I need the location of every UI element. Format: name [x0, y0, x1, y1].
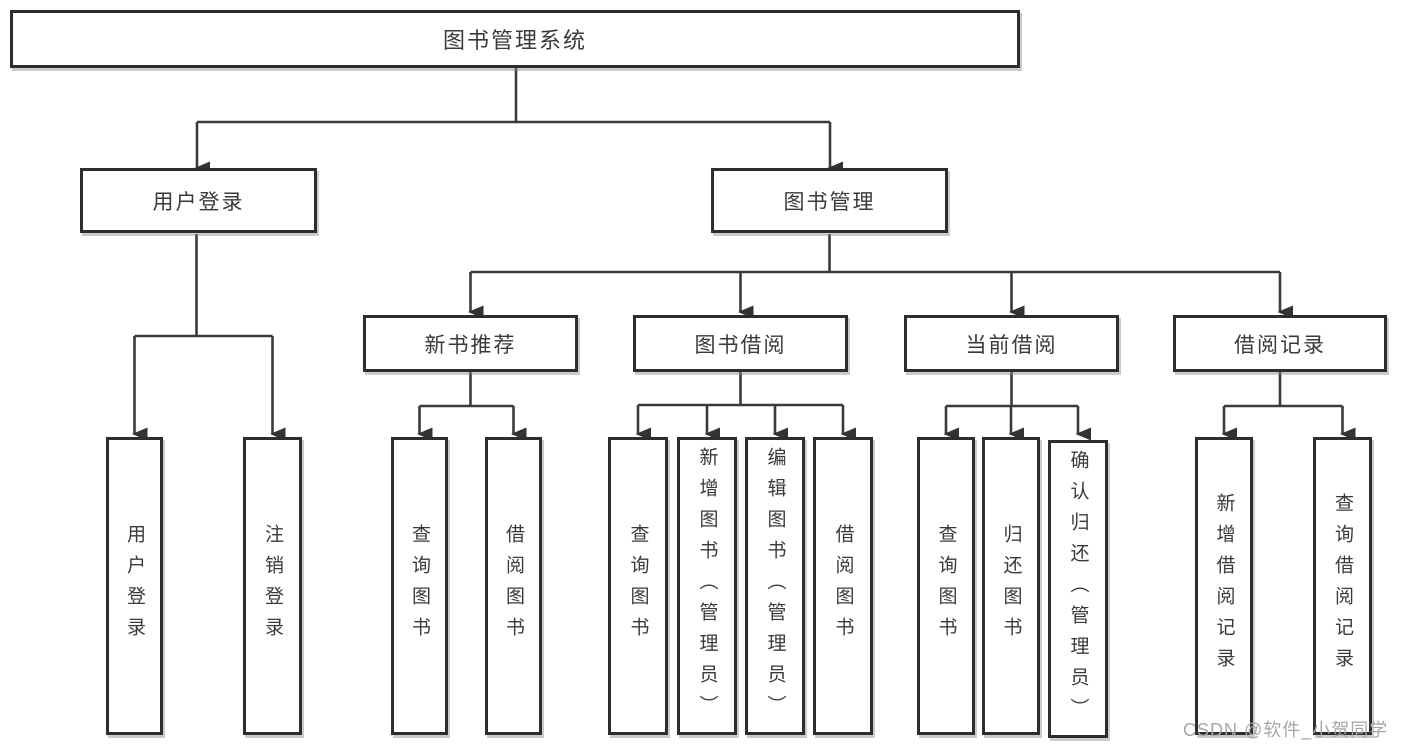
leaf-query-borrow-record-label: 查询借阅记录	[1332, 493, 1353, 679]
node-borrowing-records: 借阅记录	[1173, 315, 1387, 372]
node-book-management-label: 图书管理	[783, 190, 876, 214]
leaf-logout: 注销登录	[243, 437, 302, 735]
leaf-borrow-books-label: 借阅图书	[832, 524, 854, 648]
connector-borrow-records-branch	[1224, 372, 1343, 408]
node-book-management: 图书管理	[711, 168, 948, 233]
node-library-management-system-label: 图书管理系统	[442, 28, 587, 53]
leaf-query-books-recommend-label: 查询图书	[409, 524, 430, 648]
leaf-borrow-books: 借阅图书	[813, 437, 873, 735]
leaf-edit-books-admin: 编辑图书（管理员）	[745, 437, 805, 735]
node-user-login: 用户登录	[80, 168, 317, 233]
node-borrowing-records-label: 借阅记录	[1234, 333, 1326, 357]
connector-user-login-branch	[134, 234, 273, 338]
leaf-edit-books-admin-label: 编辑图书（管理员）	[764, 446, 786, 726]
node-book-borrowing-label: 图书借阅	[694, 333, 787, 357]
leaf-add-books-admin-label: 新增图书（管理员）	[696, 446, 718, 726]
leaf-user-login-label: 用户登录	[124, 524, 145, 648]
leaf-query-books-current-label: 查询图书	[935, 524, 957, 648]
leaf-query-borrow-record: 查询借阅记录	[1313, 437, 1372, 735]
leaf-add-borrow-record-label: 新增借阅记录	[1213, 493, 1235, 679]
node-current-borrowing-label: 当前借阅	[965, 333, 1058, 357]
csdn-watermark: CSDN @软件_小贺同学	[1183, 720, 1389, 740]
connector-book-management-branch	[470, 234, 1280, 274]
leaf-query-books-recommend: 查询图书	[391, 437, 448, 735]
node-user-login-label: 用户登录	[152, 190, 245, 214]
leaf-user-login: 用户登录	[106, 437, 163, 735]
leaf-borrow-books-recommend: 借阅图书	[485, 437, 542, 735]
leaf-query-books-borrowing-label: 查询图书	[627, 524, 649, 648]
leaf-query-books-borrowing: 查询图书	[608, 437, 668, 735]
connector-new-book-branch	[419, 372, 514, 408]
leaf-logout-label: 注销登录	[262, 524, 283, 648]
leaf-return-books: 归还图书	[982, 437, 1040, 735]
leaf-confirm-return-admin: 确认归还（管理员）	[1048, 440, 1108, 738]
leaf-add-books-admin: 新增图书（管理员）	[677, 437, 737, 735]
connector-book-borrow-branch	[638, 372, 843, 407]
connector-root-to-level2	[197, 68, 830, 124]
leaf-query-books-current: 查询图书	[917, 437, 975, 735]
node-new-book-recommend-label: 新书推荐	[424, 333, 517, 357]
node-book-borrowing: 图书借阅	[633, 315, 848, 372]
leaf-return-books-label: 归还图书	[1000, 524, 1022, 648]
leaf-borrow-books-recommend-label: 借阅图书	[503, 524, 524, 648]
node-new-book-recommend: 新书推荐	[363, 315, 578, 372]
node-current-borrowing: 当前借阅	[904, 315, 1119, 372]
leaf-confirm-return-admin-label: 确认归还（管理员）	[1067, 449, 1089, 729]
leaf-add-borrow-record: 新增借阅记录	[1195, 437, 1253, 735]
connector-current-borrow-branch	[946, 372, 1078, 408]
node-library-management-system: 图书管理系统	[10, 10, 1020, 68]
